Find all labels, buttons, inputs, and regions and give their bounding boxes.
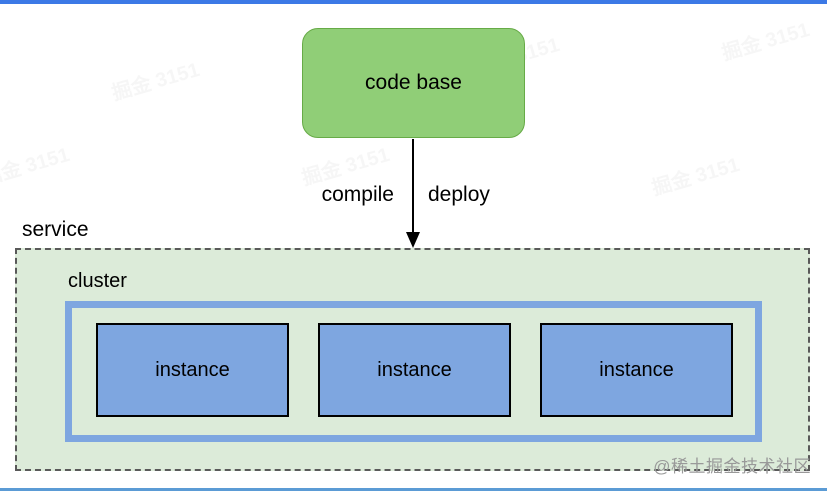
top-edge-bar	[0, 0, 827, 4]
community-watermark: @稀土掘金技术社区	[653, 457, 811, 476]
instance-node: instance	[318, 323, 511, 417]
tiled-watermark: 掘金 3151	[0, 143, 73, 190]
compile-label: compile	[321, 183, 394, 206]
code-base-label: code base	[365, 71, 462, 94]
tiled-watermark: 掘金 3151	[109, 58, 203, 105]
instance-label: instance	[377, 358, 452, 381]
instance-node: instance	[96, 323, 289, 417]
instance-node: instance	[540, 323, 733, 417]
instance-label: instance	[599, 358, 674, 381]
tiled-watermark: 掘金 3151	[649, 153, 743, 200]
cluster-label: cluster	[68, 270, 127, 292]
deploy-arrow-line	[412, 139, 414, 234]
cluster-container	[65, 301, 762, 442]
deploy-label: deploy	[428, 183, 490, 206]
tiled-watermark: 掘金 3151	[719, 18, 813, 65]
bottom-edge-bar	[0, 488, 827, 491]
deploy-arrow-head	[406, 232, 420, 248]
instance-label: instance	[155, 358, 230, 381]
code-base-node: code base	[302, 28, 525, 138]
service-label: service	[22, 218, 89, 241]
